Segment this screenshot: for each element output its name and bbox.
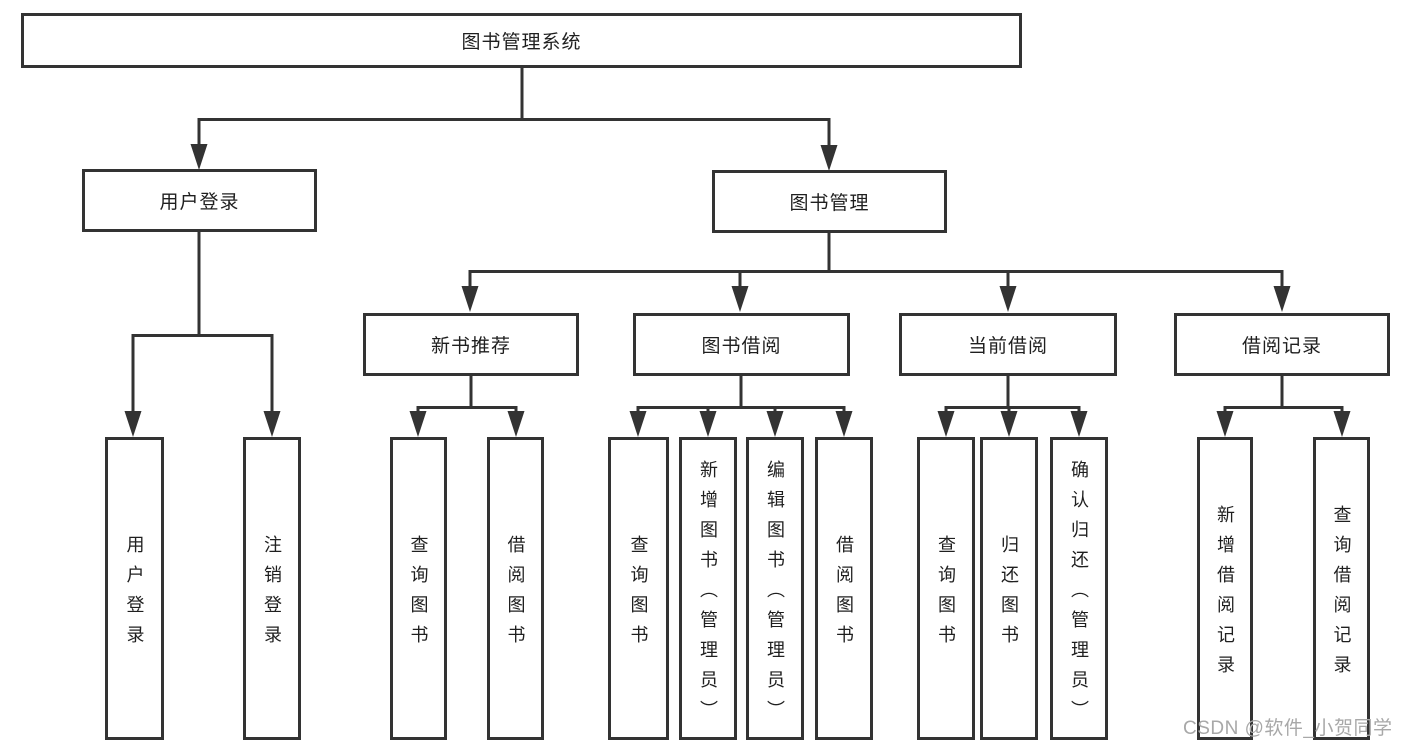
node-label: 图书管理 (789, 193, 870, 214)
csdn-watermark: CSDN @软件_小贺同学 (1183, 718, 1393, 739)
leaf-borrow-books-recommend: 借阅图书 (487, 437, 544, 740)
arrowheads-book-management (461, 286, 1291, 312)
leaf-return-book: 归还图书 (980, 437, 1038, 740)
leaf-label: 查询图书 (408, 534, 429, 655)
leaf-label: 借阅图书 (505, 534, 526, 655)
leaf-logout: 注销登录 (243, 437, 301, 740)
node-user-login: 用户登录 (82, 169, 317, 232)
leaf-label: 确认归还（管理员） (1069, 459, 1089, 730)
leaf-borrow-books: 借阅图书 (815, 437, 873, 740)
leaf-label: 查询借阅记录 (1331, 504, 1352, 685)
node-label: 当前借阅 (967, 336, 1048, 357)
node-book-borrow: 图书借阅 (633, 313, 850, 376)
leaf-label: 查询图书 (628, 534, 649, 655)
node-label: 借阅记录 (1241, 336, 1322, 357)
leaf-user-login: 用户登录 (105, 437, 164, 740)
connector-root (197, 68, 831, 147)
connector-book-borrow (636, 376, 846, 412)
node-label: 用户登录 (159, 192, 240, 213)
arrowheads-book-borrow (629, 411, 853, 437)
connector-borrow-record (1223, 376, 1344, 412)
leaf-confirm-return-admin: 确认归还（管理员） (1050, 437, 1108, 740)
leaf-label: 新增图书（管理员） (698, 459, 718, 730)
connector-book-management (468, 233, 1284, 288)
leaf-label: 归还图书 (999, 534, 1019, 655)
node-label: 图书管理系统 (461, 32, 582, 53)
connector-user-login (131, 232, 274, 412)
node-label: 图书借阅 (701, 336, 782, 357)
leaf-query-borrow-record: 查询借阅记录 (1313, 437, 1370, 740)
leaf-label: 用户登录 (124, 534, 145, 655)
arrowheads-user-login (124, 411, 281, 437)
leaf-query-books-borrow: 查询图书 (608, 437, 669, 740)
arrowheads-borrow-record (1216, 411, 1351, 437)
arrowheads-new-book (409, 411, 525, 437)
node-borrow-record: 借阅记录 (1174, 313, 1390, 376)
node-label: 新书推荐 (430, 336, 511, 357)
leaf-edit-book-admin: 编辑图书（管理员） (746, 437, 804, 740)
leaf-add-borrow-record: 新增借阅记录 (1197, 437, 1253, 740)
node-library-management-system: 图书管理系统 (21, 13, 1022, 68)
leaf-label: 借阅图书 (834, 534, 854, 655)
arrowheads-current-borrow (937, 411, 1088, 437)
connector-current-borrow (944, 376, 1081, 412)
leaf-label: 新增借阅记录 (1215, 504, 1235, 685)
leaf-query-books-recommend: 查询图书 (390, 437, 447, 740)
node-new-book-recommend: 新书推荐 (363, 313, 579, 376)
leaf-label: 注销登录 (262, 534, 282, 655)
leaf-label: 查询图书 (936, 534, 956, 655)
leaf-label: 编辑图书（管理员） (765, 459, 785, 730)
node-book-management: 图书管理 (712, 170, 947, 233)
connector-new-book (416, 376, 518, 412)
arrowheads-root (190, 144, 838, 171)
leaf-query-books-current: 查询图书 (917, 437, 975, 740)
node-current-borrow: 当前借阅 (899, 313, 1117, 376)
leaf-add-book-admin: 新增图书（管理员） (679, 437, 737, 740)
